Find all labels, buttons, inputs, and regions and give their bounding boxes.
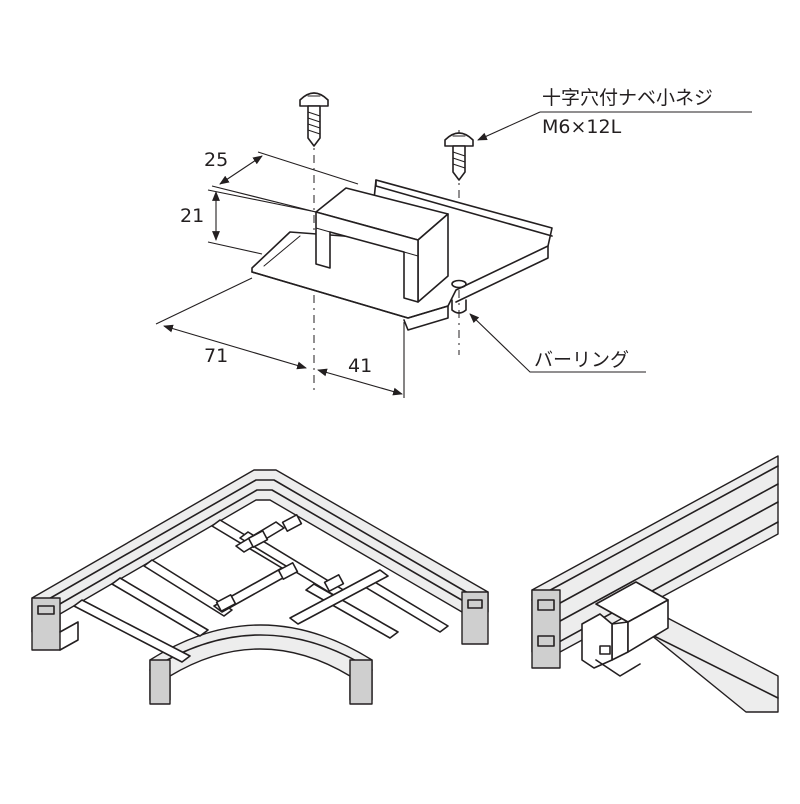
closeup-rail-line-2 — [539, 483, 779, 615]
elbow-bracket-2 — [215, 594, 237, 612]
screw-left — [299, 92, 329, 147]
plate-back-flange — [375, 179, 553, 237]
ladder-elbow-view — [31, 469, 489, 705]
dim-25-line — [219, 155, 263, 185]
elbow-bracket-5 — [281, 514, 303, 532]
screw-name-label: 十字穴付ナベ小ネジ — [542, 87, 713, 109]
rung-1 — [73, 599, 191, 663]
rung-3 — [143, 559, 233, 617]
screw-size-label: M6×12L — [542, 116, 622, 138]
closeup-rail-line-3 — [539, 501, 779, 633]
closeup-rail-slot-1 — [537, 599, 555, 611]
closeup-screw-head — [599, 645, 611, 655]
dim-71-line — [163, 324, 307, 370]
box-fold-2 — [403, 251, 419, 257]
elbow-bracket-3 — [277, 562, 299, 580]
dim-25-label: 25 — [204, 149, 228, 171]
dim-21-ext-a — [207, 189, 317, 213]
cross-rung-2 — [289, 569, 389, 625]
screw-leader — [477, 111, 541, 141]
dim-41-label: 41 — [348, 355, 372, 377]
screw-right — [444, 132, 474, 181]
right-rail-slot — [467, 599, 483, 609]
left-rail-return — [59, 621, 79, 651]
rung-2 — [111, 577, 209, 637]
closeup-bracket-base — [595, 659, 641, 677]
inner-rail-end-left — [149, 659, 171, 705]
dim-41-line — [317, 368, 403, 396]
bracket-detail: 十字穴付ナベ小ネジ M6×12L バーリング 25 21 71 41 — [155, 87, 752, 398]
dim-21-label: 21 — [180, 205, 204, 227]
elbow-brackets — [215, 514, 345, 612]
inner-curved-rail — [149, 624, 373, 701]
closeup-rail-end — [531, 589, 561, 669]
box-fold — [315, 227, 331, 233]
burring-hole — [451, 279, 467, 289]
closeup-bracket-leg — [611, 621, 629, 661]
dim-25-ext-a — [257, 151, 359, 185]
burring-label: バーリング — [534, 349, 629, 371]
plate-edge — [251, 271, 449, 331]
plate-inner-line — [263, 235, 301, 267]
inner-rail-end-right — [349, 659, 373, 705]
closeup-rail-line-1 — [531, 465, 779, 601]
dim-25-ext-b — [211, 185, 317, 213]
plate-rim-right — [455, 245, 549, 303]
elbow-bracket-4 — [323, 574, 345, 592]
joint-closeup-view — [531, 455, 779, 713]
closeup-rail-slot-2 — [537, 635, 555, 647]
outer-rail-groove-2 — [45, 489, 473, 613]
closeup-rung-edge — [649, 633, 779, 699]
closeup-bracket-side — [627, 599, 669, 653]
dim-71-ext-a — [155, 277, 253, 325]
left-rail-slot — [37, 605, 55, 615]
burring-collar — [451, 299, 467, 314]
dim-71-label: 71 — [204, 345, 228, 367]
elbow-bracket-1 — [247, 530, 269, 548]
outer-rail-groove — [39, 479, 481, 605]
burring-leader — [469, 313, 646, 373]
dim-21-ext-b — [207, 241, 263, 255]
